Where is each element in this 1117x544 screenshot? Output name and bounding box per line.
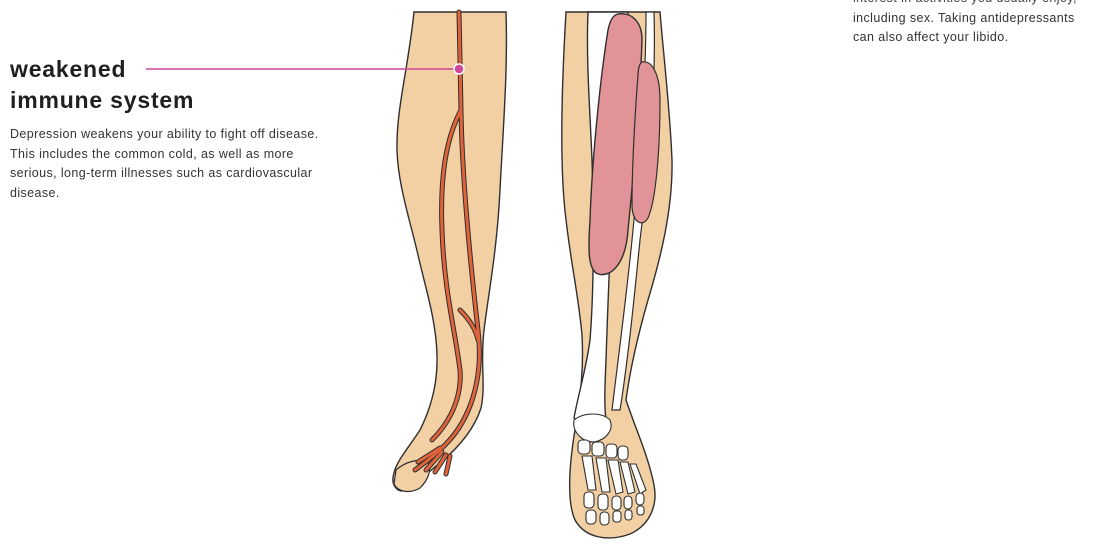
- callout-description: Depression weakens your ability to fight…: [10, 125, 330, 203]
- left-leg: [393, 12, 507, 491]
- libido-callout-line1: including sex. Taking antidepressants: [853, 9, 1117, 29]
- callout-title-line1: weakened: [10, 54, 340, 85]
- immune-system-callout: weakened immune system Depression weaken…: [10, 54, 340, 203]
- libido-callout-cut-line: interest in activities you usually enjoy…: [853, 0, 1117, 9]
- callout-title: weakened immune system: [10, 54, 340, 116]
- callout-pointer-dot: [454, 64, 464, 74]
- right-leg: [562, 12, 672, 538]
- libido-callout: interest in activities you usually enjoy…: [853, 0, 1117, 60]
- callout-title-line2: immune system: [10, 85, 340, 116]
- libido-callout-line2: can also affect your libido.: [853, 28, 1117, 48]
